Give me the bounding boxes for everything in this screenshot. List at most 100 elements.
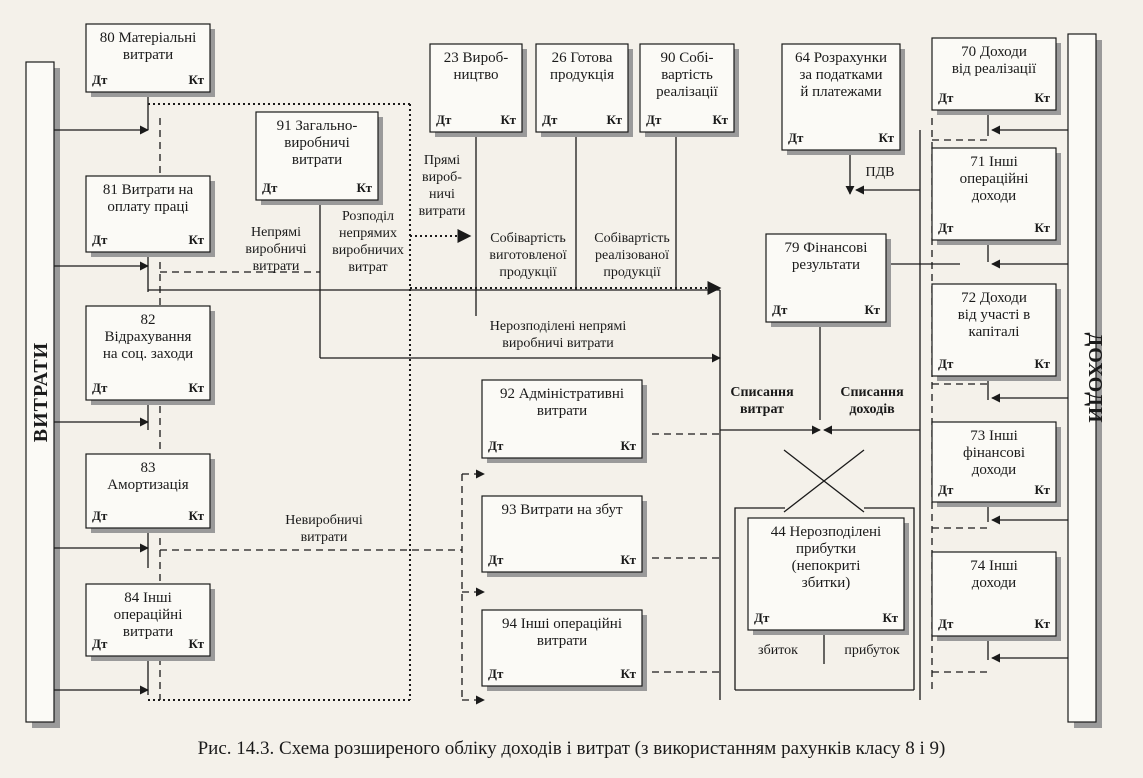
credit-label: Кт [607,112,623,127]
credit-label: Кт [713,112,729,127]
flow-label-distribution: непрямих [339,226,397,241]
account-label: оплату праці [107,199,188,215]
flow-label-distribution: виробничих [332,243,404,258]
account-label: за податками [799,67,882,83]
flow-label-distribution: Розподіл [342,209,394,224]
debit-label: Дт [488,666,504,681]
credit-label: Кт [501,112,517,127]
debit-label: Дт [262,180,278,195]
account-label: 70 Доходи [961,44,1027,60]
account-label: витрати [292,152,342,168]
flow-label-cost-made: продукції [499,265,556,280]
debit-label: Дт [92,508,108,523]
dotted-flows [148,103,722,701]
account-label: продукція [550,67,614,83]
expenses-bar-label: ВИТРАТИ [30,342,52,442]
account-label: 91 Загально- [277,118,358,134]
account-label: 84 Інші [124,590,172,606]
credit-label: Кт [189,232,205,247]
flow-label-writeoff-inc: Списання [840,385,904,400]
debit-label: Дт [938,90,954,105]
debit-label: Дт [938,356,954,371]
flow-label-distribution: витрат [348,260,387,275]
account-label: 26 Готова [552,50,613,66]
account-label: на соц. заходи [103,346,193,362]
flow-label-nonprod: Невиробничі [285,513,363,528]
account-label: Амортизація [107,477,188,493]
flow-label-indirect: витрати [253,259,300,274]
account-label: 80 Матеріальні [100,30,197,46]
debit-label: Дт [488,438,504,453]
credit-label: Кт [621,666,637,681]
credit-label: Кт [1035,356,1051,371]
account-label: 23 Вироб- [444,50,508,66]
account-44: 44 Нерозподіленіприбутки(непокритізбитки… [747,517,909,635]
account-label: 94 Інші операційні [502,616,622,632]
account-label: збитки) [802,575,850,591]
flow-label-cost-sold: реалізованої [595,248,669,263]
account-label: виробничі [284,135,350,151]
credit-label: Кт [1035,90,1051,105]
flow-label-indirect: виробничі [245,242,306,257]
flow-label-undistributed: Нерозподілені непрямі [490,319,627,334]
account-label: 92 Адміністративні [500,386,624,402]
account-label: й платежами [800,84,881,100]
debit-label: Дт [646,112,662,127]
flow-label-cost-made: Собівартість [490,231,566,246]
debit-label: Дт [754,610,770,625]
debit-label: Дт [92,72,108,87]
flow-label-nonprod: витрати [301,530,348,545]
credit-label: Кт [621,438,637,453]
incomes-bar-label: ДОХОДИ [1084,332,1106,423]
account-label: 82 [141,312,156,328]
account-label: капіталі [969,324,1020,340]
debit-label: Дт [92,380,108,395]
account-label: витрати [123,624,173,640]
account-label: Відрахування [105,329,192,345]
debit-label: Дт [92,636,108,651]
account-label: доходи [972,188,1016,204]
figure-caption: Рис. 14.3. Схема розширеного обліку дохо… [197,738,946,759]
flow-label-cost-sold: Собівартість [594,231,670,246]
account-label: 64 Розрахунки [795,50,887,66]
credit-label: Кт [1035,482,1051,497]
flow-label-vat: ПДВ [866,165,895,180]
debit-label: Дт [436,112,452,127]
account-label: 74 Інші [970,558,1018,574]
account-label: витрати [537,403,587,419]
account-label: витрати [123,47,173,63]
account-label: від участі в [958,307,1031,323]
account-label: 44 Нерозподілені [771,524,881,540]
account-label: реалізації [656,84,719,100]
account-label: витрати [537,633,587,649]
credit-label: Кт [189,636,205,651]
account-label: результати [792,257,860,273]
debit-label: Дт [772,302,788,317]
account-label: операційні [114,607,183,623]
flow-label-loss: збиток [758,643,798,658]
flow-label-cost-made: виготовленої [489,248,566,263]
credit-label: Кт [189,72,205,87]
flow-label-undistributed: виробничі витрати [502,336,614,351]
flow-label-profit: прибуток [844,643,900,658]
credit-label: Кт [879,130,895,145]
solid-flows [54,92,1068,700]
account-label: операційні [960,171,1029,187]
credit-label: Кт [621,552,637,567]
debit-label: Дт [542,112,558,127]
